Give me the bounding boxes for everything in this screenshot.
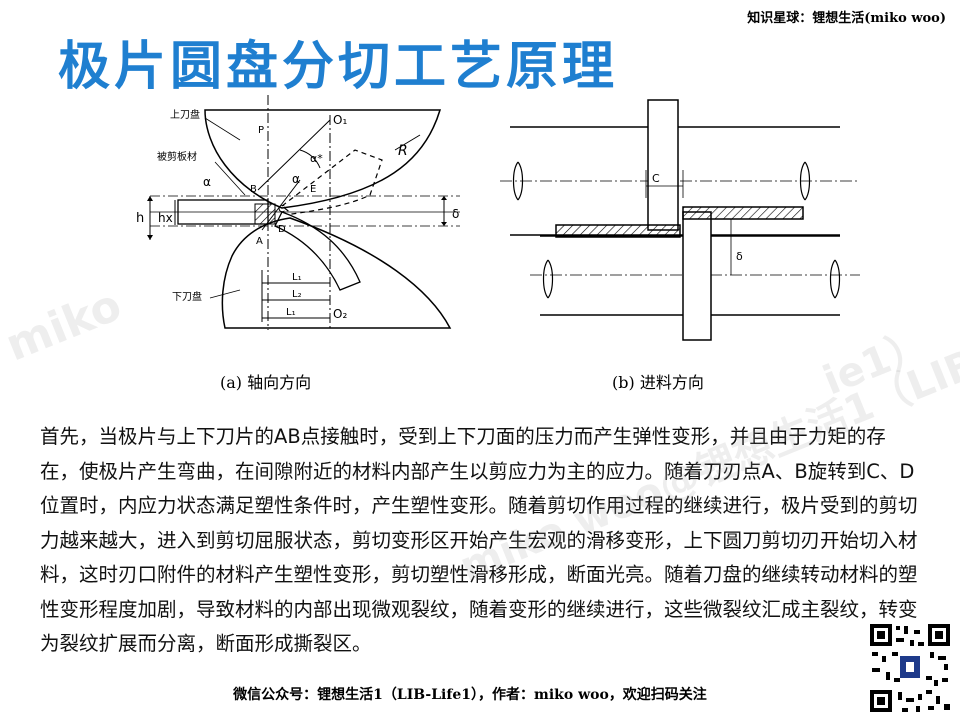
label-B: B [250, 184, 257, 195]
dashed-strip [281, 149, 383, 215]
label-D: D [278, 224, 286, 235]
label-L2: L₂ [292, 289, 302, 300]
label-C-b: C [652, 172, 660, 185]
label-upper-blade: 上刀盘 [170, 108, 200, 121]
label-L1-bottom: L₁ [286, 307, 296, 318]
footer-credit: 微信公众号：锂想生活1（LIB-Life1），作者：miko woo，欢迎扫码关… [233, 687, 707, 703]
label-P: P [258, 125, 264, 136]
label-sheet: 被剪板材 [157, 150, 197, 163]
feed-view [500, 99, 860, 341]
lower-blade [221, 217, 452, 329]
label-delta-a: δ [452, 207, 459, 221]
label-O2: O₂ [333, 307, 347, 321]
label-C: C [278, 204, 285, 215]
label-A: A [256, 236, 263, 247]
label-alpha-left: α [203, 175, 211, 189]
slitting-diagram: 上刀盘 被剪板材 下刀盘 P O₁ O₂ R α α α* B C D A E … [136, 95, 860, 392]
label-O1: O₁ [333, 113, 347, 127]
upper-blade [204, 109, 442, 209]
page-title: 极片圆盘分切工艺原理 [58, 37, 619, 97]
label-L1-top: L₁ [292, 272, 302, 283]
top-credit: 知识星球：锂想生活(miko woo) [747, 11, 946, 26]
label-alpha-right: α [292, 172, 300, 186]
axial-view [147, 95, 460, 330]
sheared-strip [274, 211, 361, 291]
label-E: E [310, 184, 316, 195]
qr-code[interactable] [866, 620, 954, 716]
label-hx: hx [158, 211, 173, 225]
label-delta-b: δ [736, 250, 743, 263]
label-h: h [136, 211, 144, 226]
shear-zone [254, 203, 276, 225]
label-lower-blade: 下刀盘 [172, 290, 202, 303]
caption-axial: (a) 轴向方向 [220, 373, 311, 392]
label-alpha-star: α* [310, 152, 323, 165]
description-paragraph: 首先，当极片与上下刀片的AB点接触时，受到上下刀面的压力而产生弹性变形，并且由于… [40, 425, 918, 655]
caption-feed: (b) 进料方向 [612, 373, 704, 392]
label-R: R [398, 143, 408, 159]
